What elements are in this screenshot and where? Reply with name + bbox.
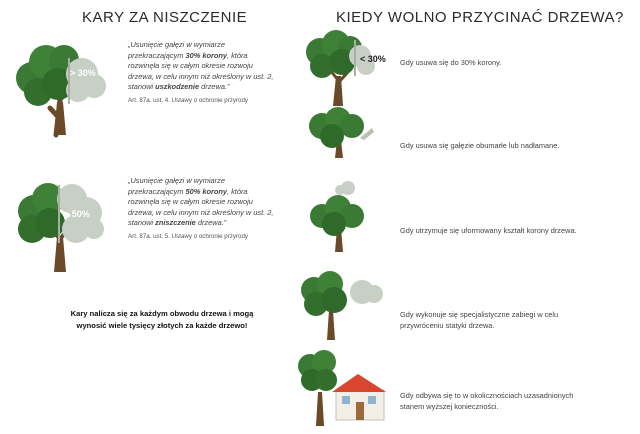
quote-emphasis: zniszczenie — [155, 218, 196, 228]
house-icon — [328, 372, 390, 422]
tree-icon — [304, 180, 384, 254]
tree-icon — [304, 107, 384, 160]
tree-icon: < 30% — [300, 30, 390, 108]
tree-badge: > 50% — [64, 209, 90, 219]
allowed-condition: Gdy odbywa się to w okolicznościach uzas… — [400, 391, 574, 411]
tree-icon: > 30% — [10, 40, 110, 140]
quote-emphasis: 30% korony — [185, 50, 228, 60]
quote-text: , która rozwinęła się w całym okresie ro… — [128, 50, 274, 92]
quote-text: , która rozwinęła się w całym okresie ro… — [128, 186, 274, 228]
penalty-quote: „Usunięcie gałęzi w wymiarze przekraczaj… — [128, 40, 278, 93]
allowed-condition: Gdy usuwa się do 30% korony. — [400, 58, 502, 67]
quote-text: „Usunięcie gałęzi w wymiarze przekraczaj… — [128, 40, 225, 60]
allowed-condition: Gdy wykonuje się specjalistyczne zabiegi… — [400, 310, 559, 330]
quote-text: drzewa.” — [199, 82, 230, 92]
tree-icon — [296, 271, 392, 342]
legal-citation: Art. 87a. ust. 5. Ustawy o ochronie przy… — [128, 233, 249, 240]
tree-badge: < 30% — [360, 54, 386, 64]
penalties-heading: KARY ZA NISZCZENIE — [82, 9, 248, 26]
penalty-quote: „Usunięcie gałęzi w wymiarze przekraczaj… — [128, 176, 278, 229]
allowed-condition: Gdy utrzymuje się uformowany kształt kor… — [400, 226, 577, 235]
legal-citation: Art. 87a. ust. 4. Ustawy o ochronie przy… — [128, 97, 249, 104]
quote-text: „Usunięcie gałęzi w wymiarze przekraczaj… — [128, 176, 225, 196]
quote-emphasis: uszkodzenie — [155, 82, 200, 92]
tree-icon — [296, 348, 346, 428]
fine-note: Kary nalicza się za każdym obwodu drzewa… — [70, 309, 254, 330]
quote-text: drzewa.” — [195, 218, 227, 228]
tree-badge: > 30% — [70, 68, 96, 78]
allowed-condition: Gdy usuwa się gałęzie obumarłe lub nadła… — [400, 141, 560, 150]
allowed-pruning-heading: KIEDY WOLNO PRZYCINAĆ DRZEWA? — [336, 9, 624, 26]
quote-emphasis: 50% korony — [185, 186, 228, 196]
tree-icon: > 50% — [10, 177, 110, 277]
